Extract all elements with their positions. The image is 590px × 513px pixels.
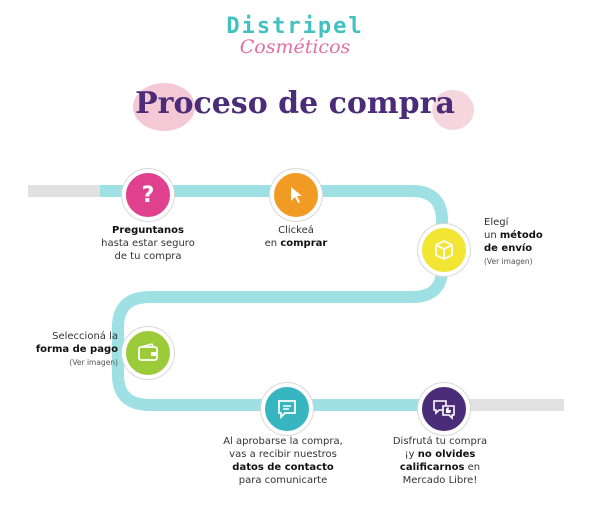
step-4-node <box>122 327 174 379</box>
road-path <box>100 185 448 411</box>
message-icon <box>278 400 296 420</box>
step-6-text: Disfrutá tu compra ¡y no olvides calific… <box>392 436 488 486</box>
brand-logo: Distripel Cosméticos <box>0 14 590 58</box>
step-5-text: Al aprobarse la compra, vas a recibir nu… <box>223 436 343 486</box>
page-title: Proceso de compra <box>135 86 455 121</box>
step-1-node: ? <box>122 169 174 221</box>
title-decoration-right <box>432 90 474 130</box>
title-decoration-left <box>133 83 195 131</box>
brand-subtitle: Cosméticos <box>239 36 351 58</box>
step-3-node <box>418 224 470 276</box>
step-6-node <box>418 383 470 435</box>
brand-name: Distripel <box>226 14 364 39</box>
cursor-icon <box>291 187 302 203</box>
step-4-text: Seleccioná la forma de pago (Ver imagen) <box>35 331 118 367</box>
question-icon: ? <box>141 182 155 208</box>
package-icon <box>435 239 453 261</box>
step-5-node <box>261 383 313 435</box>
step-2-node <box>270 169 322 221</box>
step-1-text: Preguntanos hasta estar seguro de tu com… <box>101 225 195 262</box>
thumbs-up-chat-icon <box>433 400 455 420</box>
wallet-icon <box>138 343 158 361</box>
step-2-text: Clickeá en comprar <box>264 225 328 249</box>
step-3-text: Elegí un método de envío (Ver imagen) <box>484 217 543 266</box>
